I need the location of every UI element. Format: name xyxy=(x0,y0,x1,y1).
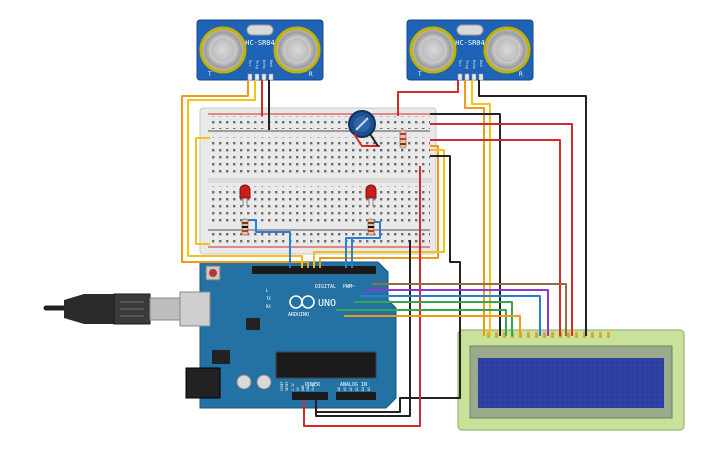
usb-cable xyxy=(43,293,181,325)
sensor-1-pin-label: Echo xyxy=(262,60,266,69)
sensor-2-pin-label: Trig xyxy=(465,60,469,69)
wire-yellow xyxy=(195,137,210,245)
sensor-2-pin-label: Echo xyxy=(472,60,476,69)
analog-pin-label: A1 xyxy=(343,387,347,391)
sensor-1-model: HC-SR04 xyxy=(245,39,275,47)
power-label: POWER xyxy=(305,382,321,388)
led-2 xyxy=(365,184,377,206)
power-pin-label: RESET xyxy=(285,381,289,391)
led-l-label: L xyxy=(266,288,269,293)
sensor-2-pin-label: Vcc xyxy=(458,60,462,67)
digital-header xyxy=(252,266,376,274)
analog-pin-label: A4 xyxy=(361,387,365,391)
wire-yellow xyxy=(471,80,491,336)
power-jack-icon xyxy=(185,367,221,399)
resistor-3 xyxy=(399,129,407,149)
sensor-2-pin-label: Gnd xyxy=(479,60,483,67)
sensor-1-pin-label: Vcc xyxy=(248,60,252,67)
wire-red xyxy=(397,80,459,116)
wire-black xyxy=(316,155,461,413)
microcontroller-icon xyxy=(275,351,377,379)
transducer-icon xyxy=(409,26,457,74)
usb-port-icon xyxy=(179,291,211,327)
wire-orange xyxy=(464,80,485,336)
wire-yellow xyxy=(313,149,445,268)
wire-black xyxy=(315,240,411,417)
resistor-1 xyxy=(241,218,249,236)
tx-label: TX xyxy=(266,296,271,301)
wire-green xyxy=(354,301,513,336)
wire-orange xyxy=(319,145,439,268)
power-pin-label: IOREF xyxy=(280,381,284,391)
arduino-uno-board: DIGITAL PWM~ TX RX L UNO ARDUINO POWER A… xyxy=(179,261,397,409)
sensor-1-r-mark: R xyxy=(309,71,313,78)
analog-pin-label: A5 xyxy=(367,387,371,391)
wire-yellow xyxy=(187,80,303,268)
wire-orange xyxy=(181,80,309,268)
arduino-logo-icon xyxy=(289,295,315,309)
chip-icon xyxy=(246,318,260,330)
wire-green xyxy=(336,309,507,336)
ultrasonic-sensor-1: HC-SR04 T R Vcc Trig Echo Gnd xyxy=(196,19,324,81)
power-pin-label: GND xyxy=(301,385,305,391)
pwm-label: PWM~ xyxy=(343,284,355,290)
ultrasonic-sensor-2: HC-SR04 T R Vcc Trig Echo Gnd xyxy=(406,19,534,81)
sensor-1-pin-label: Trig xyxy=(255,60,259,69)
resistor-2 xyxy=(367,218,375,236)
lcd-module xyxy=(457,329,685,431)
wire-red xyxy=(430,139,561,336)
transducer-icon xyxy=(483,26,531,74)
wire-red xyxy=(353,133,380,147)
sensor-2-model: HC-SR04 xyxy=(455,39,485,47)
power-pin-label: 3.3V xyxy=(291,383,295,391)
wire-red xyxy=(430,123,573,336)
wire-blue xyxy=(360,295,541,336)
digital-label: DIGITAL xyxy=(315,284,336,290)
wire-black xyxy=(430,113,501,336)
power-pin-label: Vin xyxy=(311,385,315,391)
analog-pin-label: A3 xyxy=(355,387,359,391)
power-pin-label: GND xyxy=(306,385,310,391)
power-pin-label: 5V xyxy=(296,387,300,391)
wires xyxy=(181,80,587,427)
wire-black xyxy=(478,80,587,336)
chip-icon xyxy=(212,350,230,364)
power-header xyxy=(292,392,328,400)
wire-brown xyxy=(372,283,567,336)
wire-blue xyxy=(345,221,381,268)
potentiometer-icon xyxy=(348,110,376,138)
led-1 xyxy=(239,184,251,206)
analog-pin-label: A2 xyxy=(349,387,353,391)
rx-label: RX xyxy=(266,304,271,309)
model-label: UNO xyxy=(318,298,336,309)
wire-blue xyxy=(248,219,291,268)
analog-header xyxy=(336,392,376,400)
analog-label: ANALOG IN xyxy=(340,382,367,388)
sensor-1-t-mark: T xyxy=(208,71,212,78)
wire-purple xyxy=(366,289,549,336)
transducer-icon xyxy=(199,26,247,74)
sensor-2-t-mark: T xyxy=(418,71,422,78)
wire-orange xyxy=(344,315,521,336)
brand-label: ARDUINO xyxy=(288,312,309,318)
sensor-1-pin-label: Gnd xyxy=(269,60,273,67)
analog-pin-label: A0 xyxy=(337,387,341,391)
sensor-2-r-mark: R xyxy=(519,71,523,78)
wire-black xyxy=(369,133,379,147)
transducer-icon xyxy=(273,26,321,74)
